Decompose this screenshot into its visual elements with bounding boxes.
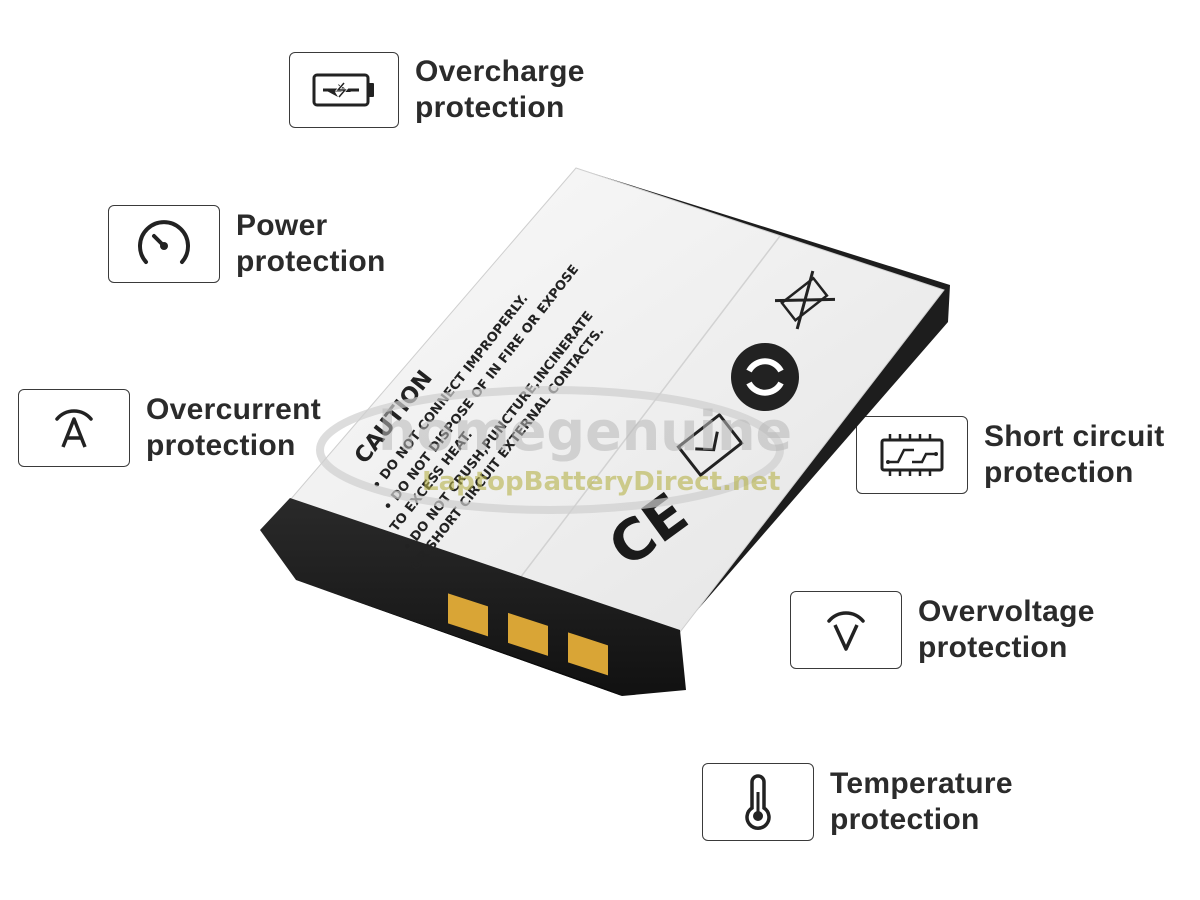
overcurrent-label-line2: protection bbox=[146, 429, 296, 462]
overcharge-label: Overcharge protection bbox=[415, 54, 585, 126]
overcharge-label-line2: protection bbox=[415, 91, 565, 124]
battery-cap-bottom bbox=[296, 580, 622, 696]
battery-seam bbox=[519, 235, 781, 579]
gauge-icon-box bbox=[108, 205, 220, 283]
feature-overcharge: Overcharge protection bbox=[289, 52, 585, 128]
voltage-icon-box bbox=[790, 591, 902, 669]
battery-image: CAUTION • DO NOT CONNECT IMPROPERLY. • D… bbox=[260, 167, 950, 696]
weee-bin-icon bbox=[774, 270, 836, 330]
temperature-label-line2: protection bbox=[830, 803, 980, 836]
power-label: Power protection bbox=[236, 208, 386, 280]
feature-temperature: Temperature protection bbox=[702, 763, 1013, 841]
overvoltage-label-line1: Overvoltage bbox=[918, 595, 1095, 628]
feature-short-circuit: Short circuit protection bbox=[856, 416, 1165, 494]
watermark-site: LaptopBatteryDirect.net bbox=[422, 467, 781, 497]
watermark-brand: homegenuine bbox=[378, 400, 792, 463]
overvoltage-label-line2: protection bbox=[918, 631, 1068, 664]
gauge-icon bbox=[138, 220, 190, 264]
thermometer-icon-box bbox=[702, 763, 814, 841]
short-circuit-label: Short circuit protection bbox=[984, 419, 1165, 491]
green-dot-icon bbox=[731, 343, 799, 411]
overcurrent-label: Overcurrent protection bbox=[146, 392, 321, 464]
overcharge-label-line1: Overcharge bbox=[415, 55, 585, 88]
voltage-icon bbox=[827, 611, 865, 651]
overcurrent-label-line1: Overcurrent bbox=[146, 393, 322, 426]
power-label-line2: protection bbox=[236, 245, 386, 278]
feature-overcurrent: Overcurrent protection bbox=[18, 389, 321, 467]
battery-contacts bbox=[448, 593, 608, 676]
temperature-label: Temperature protection bbox=[830, 766, 1013, 838]
circuit-board-icon bbox=[880, 434, 944, 476]
power-label-line1: Power bbox=[236, 209, 328, 242]
short-circuit-label-line2: protection bbox=[984, 456, 1134, 489]
contact-1 bbox=[448, 593, 488, 637]
circuit-board-icon-box bbox=[856, 416, 968, 494]
contact-3 bbox=[568, 632, 608, 676]
feature-overvoltage: Overvoltage protection bbox=[790, 591, 1095, 669]
short-circuit-label-line1: Short circuit bbox=[984, 420, 1165, 453]
watermark-ring bbox=[316, 386, 784, 514]
battery-charge-icon-box bbox=[289, 52, 399, 128]
thermometer-icon bbox=[745, 774, 771, 830]
ampere-icon bbox=[55, 409, 93, 448]
feature-power: Power protection bbox=[108, 205, 386, 283]
overvoltage-label: Overvoltage protection bbox=[918, 594, 1095, 666]
battery-charge-icon bbox=[312, 73, 374, 107]
ampere-icon-box bbox=[18, 389, 130, 467]
temperature-label-line1: Temperature bbox=[830, 767, 1013, 800]
contact-2 bbox=[508, 612, 548, 656]
recycle-icon bbox=[676, 412, 744, 478]
